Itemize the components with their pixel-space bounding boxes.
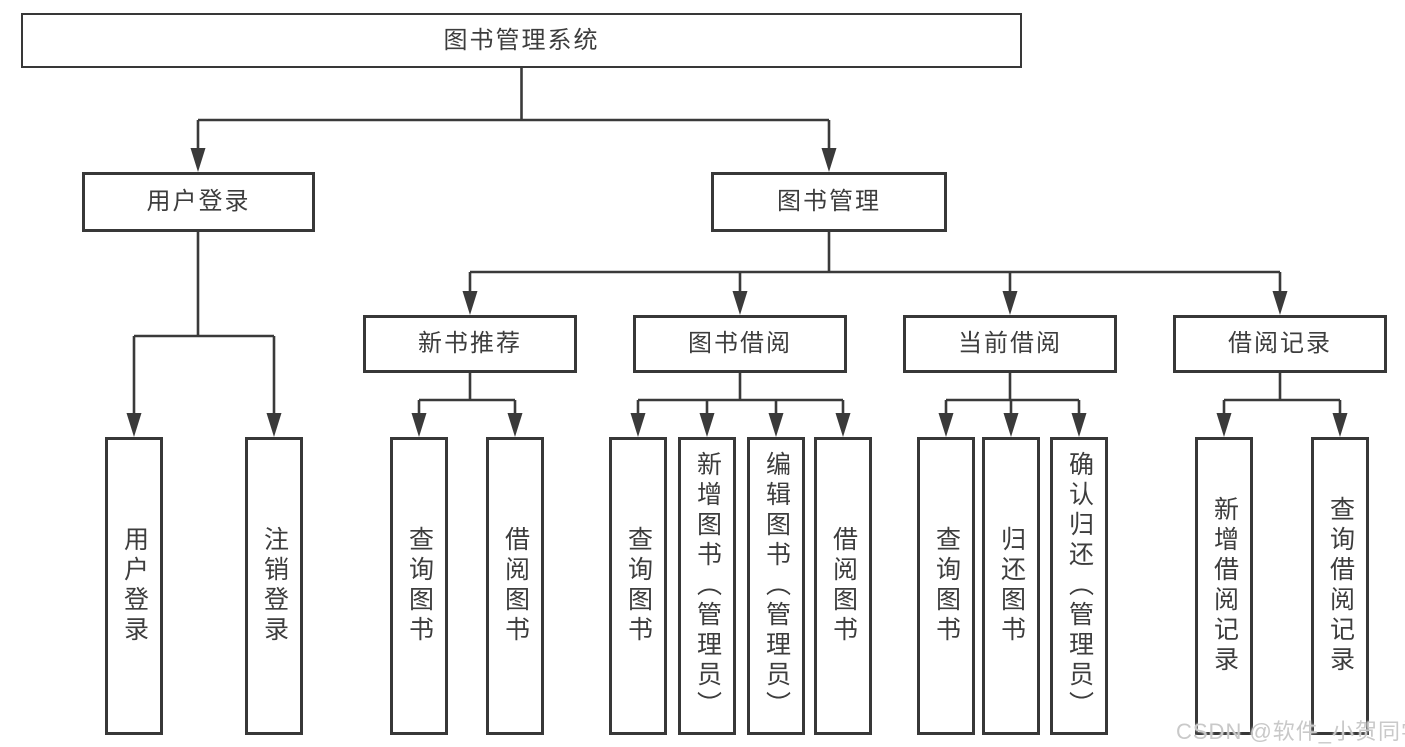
leaf-borrow-books: 借阅图书 [486,437,544,735]
connector-new-book-rec-to-leaves [411,373,523,437]
connector-book-borrow-to-leaves [630,373,851,437]
leaf-query-books: 查询图书 [917,437,975,735]
connector-current-borrow-to-leaves [938,373,1087,437]
node-user-login: 用户登录 [82,172,315,232]
leaf-borrow-books: 借阅图书 [814,437,872,735]
node-current-borrowing: 当前借阅 [903,315,1117,373]
leaf-logout: 注销登录 [245,437,303,735]
connector-borrow-records-to-leaves [1216,373,1348,437]
node-book-management: 图书管理 [711,172,947,232]
connector-user-login-to-leaves [126,232,282,437]
leaf-add-borrow-record: 新增借阅记录 [1195,437,1253,735]
leaf-query-books: 查询图书 [609,437,667,735]
leaf-query-borrow-record: 查询借阅记录 [1311,437,1369,735]
connector-root-to-level2 [190,68,837,172]
node-borrowing-records: 借阅记录 [1173,315,1387,373]
leaf-query-books: 查询图书 [390,437,448,735]
leaf-edit-books-admin: 编辑图书（管理员） [747,437,805,735]
leaf-add-books-admin: 新增图书（管理员） [678,437,736,735]
leaf-confirm-return-admin: 确认归还（管理员） [1050,437,1108,735]
node-book-borrowing: 图书借阅 [633,315,847,373]
node-library-management-system: 图书管理系统 [21,13,1022,68]
leaf-user-login: 用户登录 [105,437,163,735]
leaf-return-books: 归还图书 [982,437,1040,735]
connector-book-mgmt-to-level3 [462,232,1288,315]
node-new-book-recommend: 新书推荐 [363,315,577,373]
csdn-watermark: CSDN @软件_小贺同学 [1176,719,1405,744]
